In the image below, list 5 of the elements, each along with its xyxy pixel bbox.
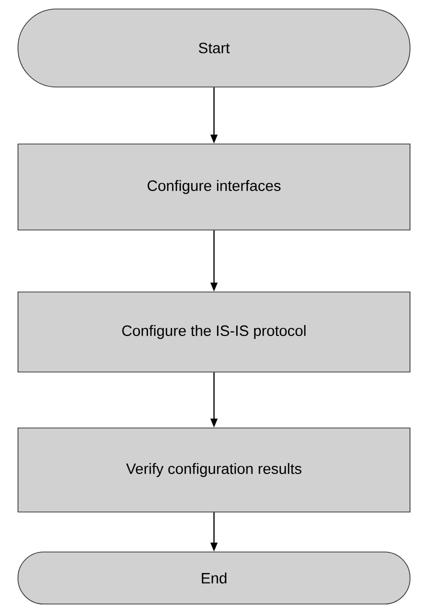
process-box: Verify configuration results [18,428,410,512]
terminal-box: Start [18,8,410,88]
terminal-box: End [18,552,410,604]
process-box: Configure the IS-IS protocol [18,292,410,372]
process-box: Configure interfaces [18,144,410,230]
